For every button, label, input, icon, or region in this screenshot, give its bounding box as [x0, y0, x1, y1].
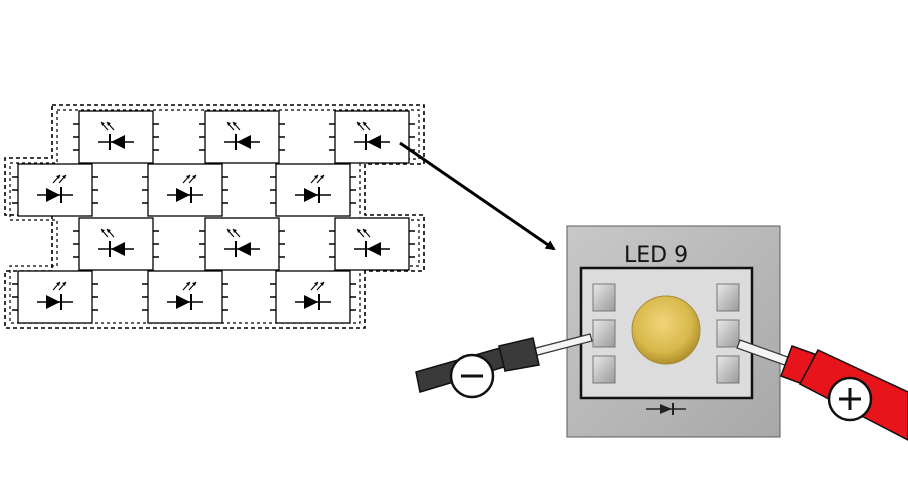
led-body: [17, 163, 93, 217]
diode-icon: [37, 174, 73, 203]
led-body: [78, 110, 154, 164]
led-cell-r3-c2: [199, 217, 285, 271]
led-body: [334, 217, 410, 271]
diode-icon: [224, 228, 260, 257]
diode-icon: [354, 121, 390, 150]
negative-probe-grip: [498, 337, 540, 372]
led-body: [275, 270, 351, 324]
led-label: LED 9: [624, 243, 688, 268]
diode-icon: [295, 174, 331, 203]
led-cell-r4-c1: [12, 270, 98, 324]
board-diode-symbol: [646, 403, 686, 415]
led-lens: [631, 295, 701, 365]
led-cell-r3-c3: [329, 217, 415, 271]
led-cell-r4-c2: [142, 270, 228, 324]
array-outline: [4, 104, 425, 329]
led-body: [147, 163, 223, 217]
led-cell-r4-c3: [270, 270, 356, 324]
pad: [592, 283, 616, 312]
led-grid: [12, 110, 415, 324]
led-cell-r1-c1: [73, 110, 159, 164]
pad: [716, 355, 740, 384]
diode-icon: [224, 121, 260, 150]
led-body: [78, 217, 154, 271]
pad: [716, 283, 740, 312]
led-body: [204, 110, 280, 164]
led-cell-r2-c1: [12, 163, 98, 217]
led-body: [275, 163, 351, 217]
pad: [592, 355, 616, 384]
pad: [592, 319, 616, 348]
led-cell-r1-c3: [329, 110, 415, 164]
diode-icon: [295, 281, 331, 310]
left-pads: [592, 283, 616, 384]
led-body: [17, 270, 93, 324]
led-cell-r2-c2: [142, 163, 228, 217]
pad: [716, 319, 740, 348]
led-body: [204, 217, 280, 271]
diode-icon: [167, 281, 203, 310]
right-pads: [716, 283, 740, 384]
led-photo: LED 9: [566, 225, 781, 438]
diode-icon: [167, 174, 203, 203]
diode-icon: [98, 121, 134, 150]
diode-icon: [37, 281, 73, 310]
connector-arrow: [399, 141, 556, 251]
led-board-edge: [566, 225, 781, 438]
led-cell-r3-c1: [73, 217, 159, 271]
led-cell-r1-c2: [199, 110, 285, 164]
led-cell-r2-c3: [270, 163, 356, 217]
led-body: [334, 110, 410, 164]
diode-icon: [354, 228, 390, 257]
negative-probe: [415, 333, 593, 399]
diode-icon: [98, 228, 134, 257]
positive-probe: [736, 339, 908, 441]
led-body: [147, 270, 223, 324]
